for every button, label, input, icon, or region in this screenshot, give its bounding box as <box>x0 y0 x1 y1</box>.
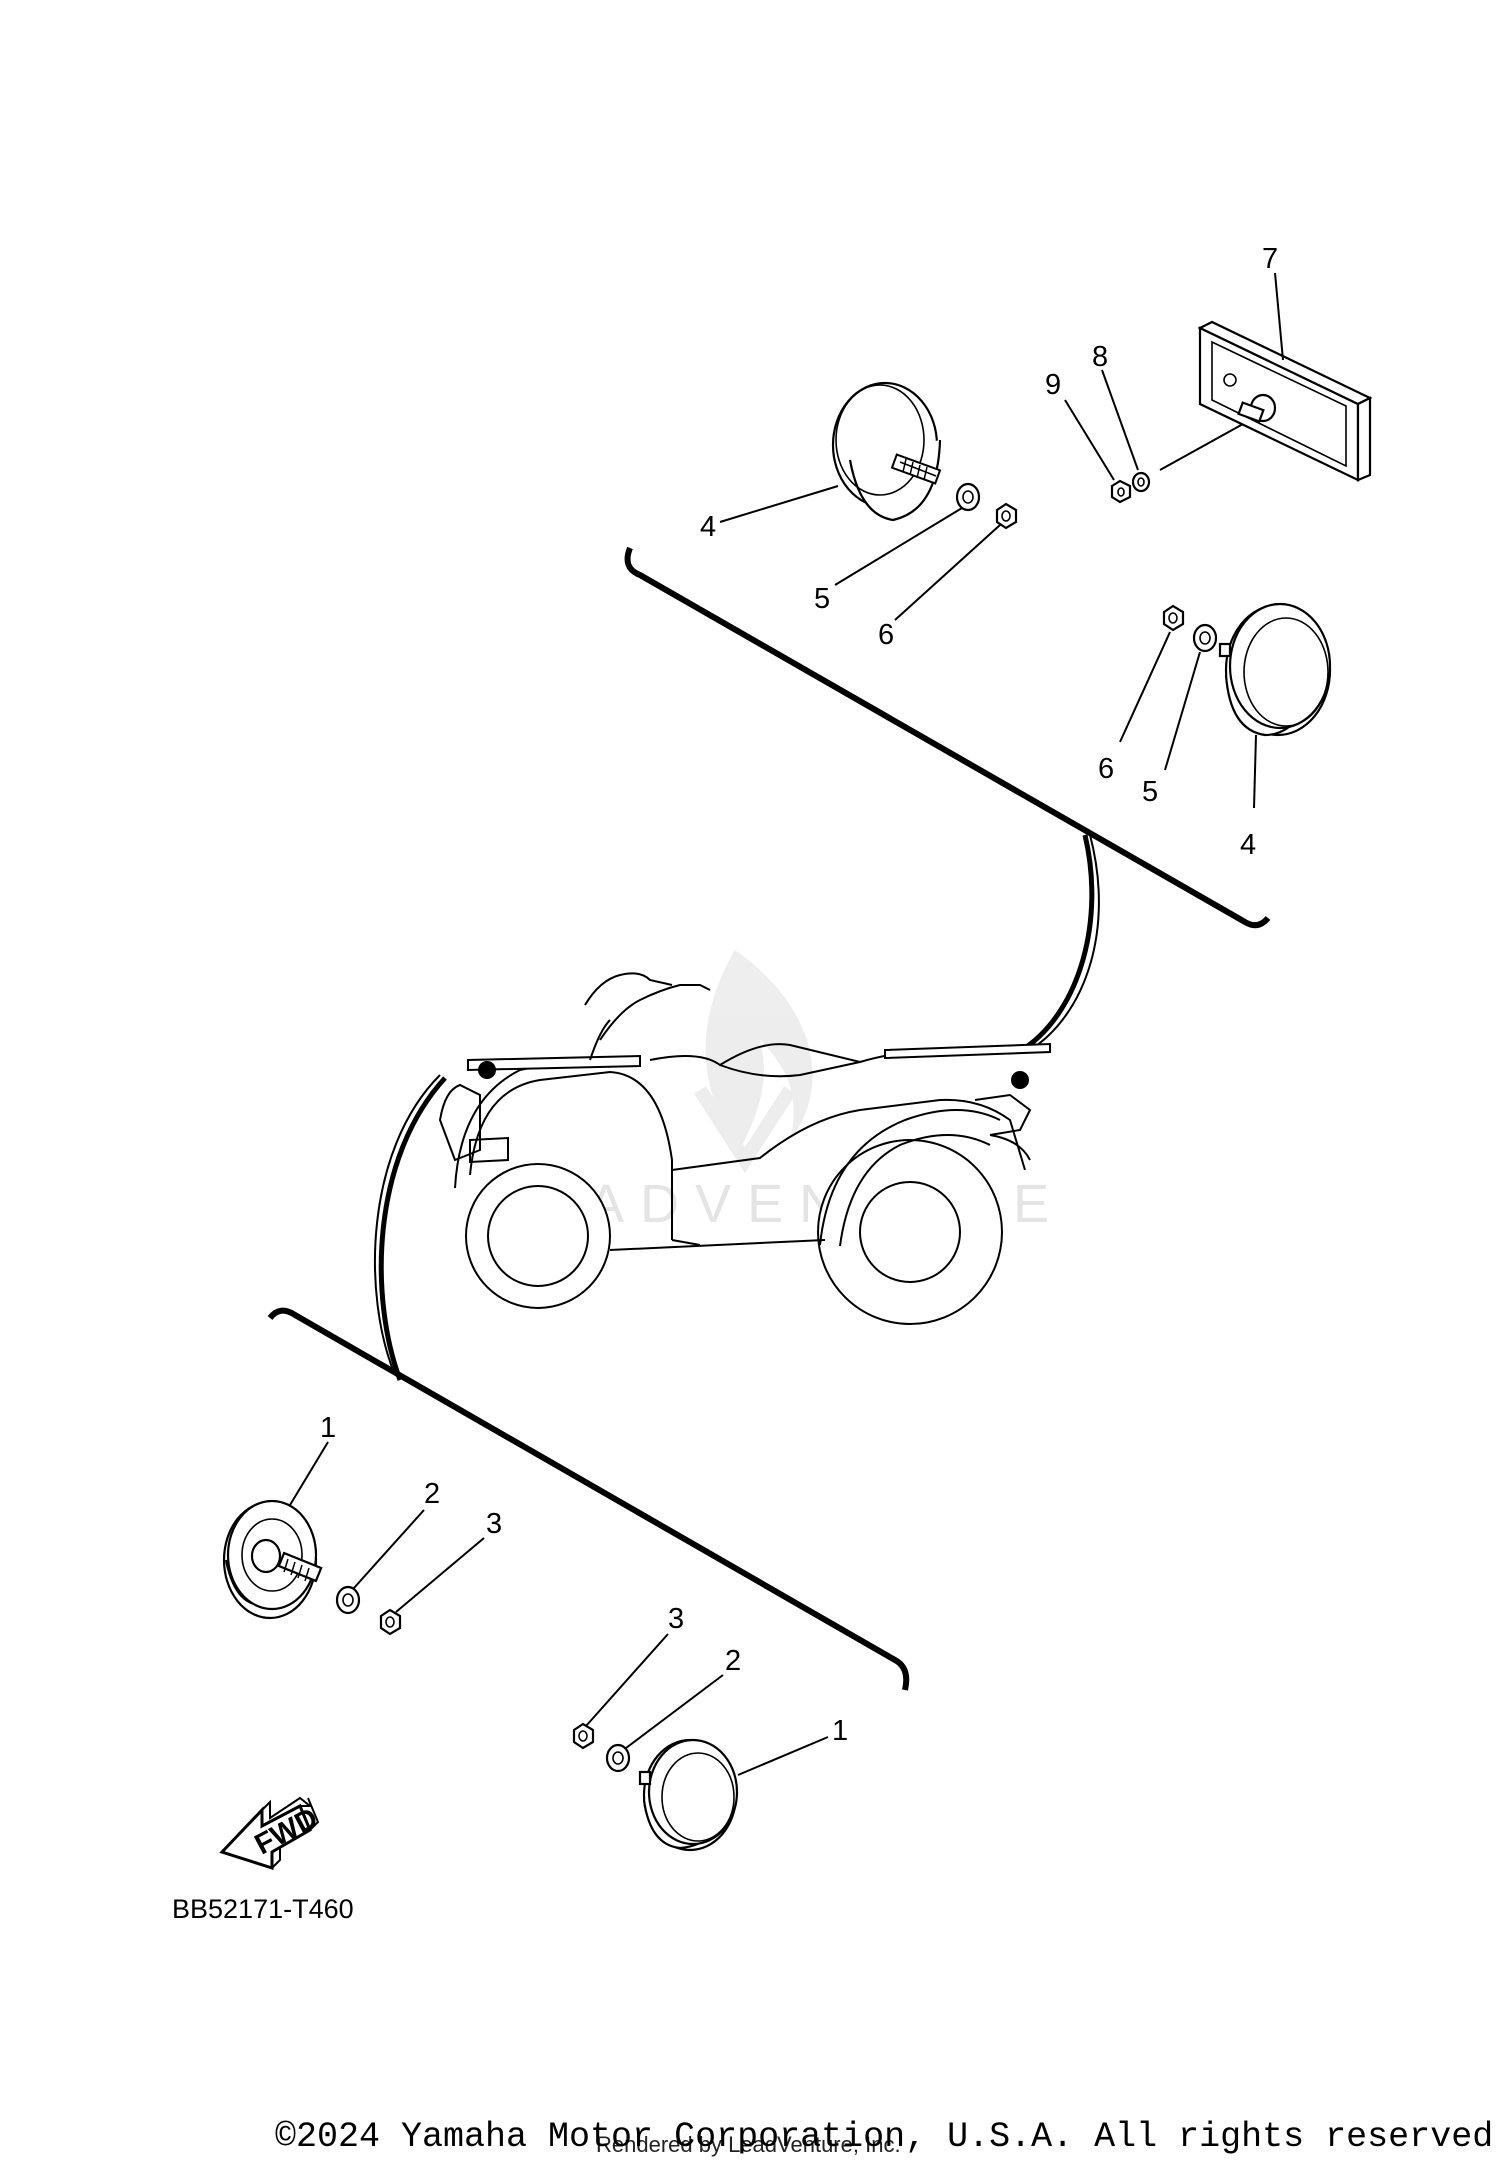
callout-rear-right-nut: 6 <box>1098 753 1114 785</box>
front-left-nut[interactable] <box>379 1608 402 1636</box>
rear-left-washer[interactable] <box>955 482 981 512</box>
front-right-nut[interactable] <box>572 1722 595 1750</box>
callout-front-right-reflector: 1 <box>832 1715 848 1747</box>
rear-connector-line <box>1023 834 1095 1051</box>
callout-front-left-nut: 3 <box>486 1508 502 1540</box>
copyright-text: ©2024 Yamaha Motor Corporation, U.S.A. A… <box>275 2117 1500 2157</box>
front-connector-line <box>378 1076 447 1381</box>
callout-front-right-washer: 2 <box>725 1645 741 1677</box>
callout-rear-left-nut: 6 <box>878 619 894 651</box>
rendered-by-text: Rendered by LeadVenture, Inc. <box>596 2132 901 2157</box>
rear-left-reflector[interactable] <box>831 381 942 522</box>
rear-left-nut[interactable] <box>995 502 1018 530</box>
rear-right-nut[interactable] <box>1162 604 1185 632</box>
fwd-arrow-icon: FWD <box>219 1796 323 1871</box>
rear-right-reflector[interactable] <box>1218 602 1332 737</box>
license-reflector[interactable] <box>1197 320 1373 482</box>
callout-front-left-reflector: 1 <box>320 1412 336 1444</box>
front-right-reflector[interactable] <box>638 1738 739 1852</box>
front-right-washer[interactable] <box>605 1743 631 1773</box>
callout-front-left-washer: 2 <box>424 1478 440 1510</box>
callout-rear-left-washer: 5 <box>814 583 830 615</box>
callout-front-right-nut: 3 <box>668 1603 684 1635</box>
front-bracket-bar <box>267 1307 910 1691</box>
front-left-reflector[interactable] <box>222 1499 323 1620</box>
callout-rear-right-reflector: 4 <box>1240 829 1256 861</box>
callout-license-nut: 9 <box>1045 369 1061 401</box>
rear-reflector-location-dot <box>1011 1071 1029 1089</box>
diagram-code: BB52171-T460 <box>172 1894 354 1924</box>
atv-illustration <box>438 972 1051 1325</box>
license-nut[interactable] <box>1110 479 1132 504</box>
callout-license-washer: 8 <box>1092 341 1108 373</box>
rear-right-washer[interactable] <box>1192 623 1218 653</box>
watermark-logo <box>694 950 813 1173</box>
front-reflector-location-dot <box>478 1061 496 1079</box>
callout-rear-right-washer: 5 <box>1142 776 1158 808</box>
rear-bracket-bar <box>624 546 1271 929</box>
callout-rear-left-reflector: 4 <box>700 511 716 543</box>
license-washer[interactable] <box>1131 471 1151 493</box>
front-left-washer[interactable] <box>335 1585 361 1615</box>
callout-license-reflector: 7 <box>1262 243 1278 275</box>
